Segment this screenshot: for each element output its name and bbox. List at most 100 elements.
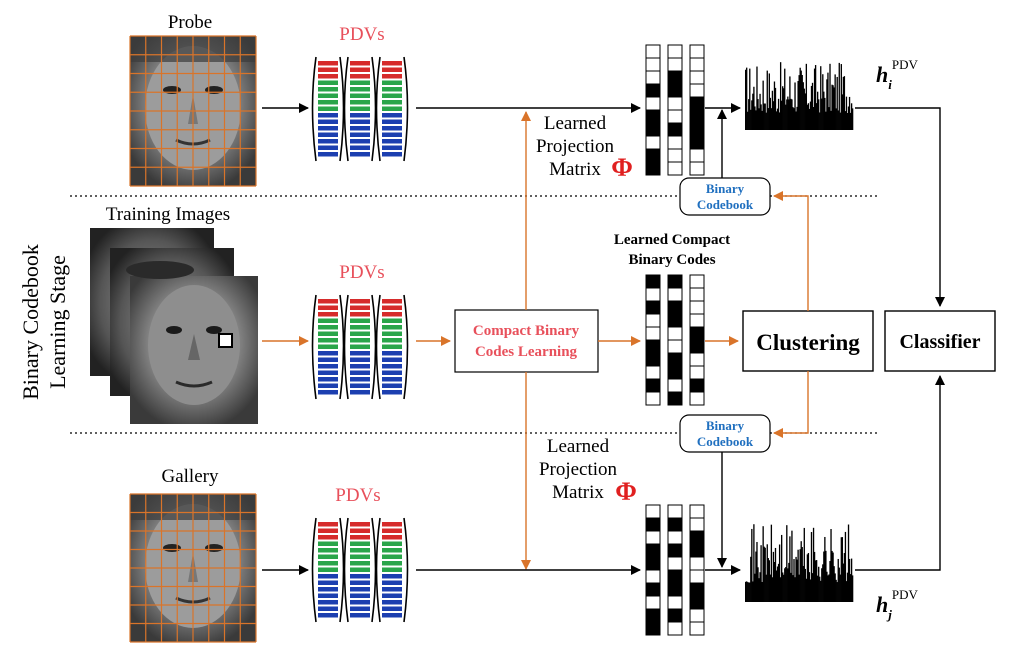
- histogram-bar: [772, 551, 775, 602]
- pdv-cell: [318, 548, 338, 553]
- histogram-bar: [753, 524, 755, 602]
- binary-cell: [689, 352, 705, 367]
- binary-cell: [667, 148, 683, 163]
- pdv-cell: [382, 357, 402, 362]
- histogram-bar: [789, 76, 791, 130]
- histogram-bar: [783, 574, 785, 602]
- pdv-cell: [350, 357, 370, 362]
- histogram-bar: [847, 106, 850, 130]
- histogram-bar: [779, 577, 782, 602]
- gallery-grid: [129, 493, 257, 643]
- binary-cell: [645, 300, 661, 315]
- histogram-bar: [824, 536, 826, 602]
- binary-cell: [667, 96, 683, 111]
- pdv-cell: [318, 305, 338, 310]
- histogram-bar: [765, 574, 767, 602]
- binary-cell: [667, 582, 683, 597]
- histogram-bar: [830, 110, 832, 130]
- binary-cell: [689, 365, 705, 380]
- histogram-bar: [805, 578, 808, 602]
- histogram-bar: [765, 112, 767, 130]
- histogram-bar: [850, 103, 853, 130]
- histogram-bar: [833, 87, 835, 130]
- pdv-cell: [318, 364, 338, 369]
- binary-cell: [689, 569, 705, 584]
- pdv-cell: [382, 344, 402, 349]
- pdv-cell: [350, 535, 370, 540]
- histogram-bar: [767, 558, 769, 602]
- binary-cell: [689, 109, 705, 124]
- histogram-bar: [817, 575, 819, 602]
- pdv-bracket: [311, 294, 317, 400]
- pdv-cell: [350, 87, 370, 92]
- pdv-cell: [382, 613, 402, 618]
- binary-cell: [645, 517, 661, 532]
- binary-cell: [667, 608, 683, 623]
- compact-codes-line2: Binary Codes: [628, 252, 715, 268]
- clustering-label: Clustering: [756, 330, 860, 355]
- pdv-cell: [350, 299, 370, 304]
- pdv-cell: [318, 87, 338, 92]
- binary-cell: [667, 530, 683, 545]
- probe-hist-to-classifier-arrow: [855, 107, 945, 307]
- binary-cell: [667, 352, 683, 367]
- binary-cell: [689, 57, 705, 72]
- gallery-hist-label: hjPDV: [876, 587, 918, 622]
- training-binary-code-columns: [645, 274, 705, 406]
- binary-cell: [689, 135, 705, 150]
- histogram-bar: [788, 99, 790, 130]
- pdv-cell: [382, 312, 402, 317]
- pdv-cell: [382, 390, 402, 395]
- histogram-bar: [848, 96, 851, 130]
- pdv-cell: [318, 587, 338, 592]
- pdv-cell: [318, 139, 338, 144]
- histogram-bar: [812, 107, 815, 130]
- histogram-bar: [752, 93, 754, 130]
- pdv-cell: [382, 548, 402, 553]
- histogram-bar: [798, 75, 800, 130]
- compact-learning-line1: Compact Binary: [473, 323, 580, 339]
- pdv-cell: [350, 67, 370, 72]
- histogram-bar: [768, 560, 770, 602]
- classifier-label: Classifier: [899, 331, 980, 353]
- pdv-cell: [350, 364, 370, 369]
- histogram-bar: [802, 565, 804, 602]
- pdv-cell: [350, 580, 370, 585]
- pdv-cell: [350, 541, 370, 546]
- histogram-bar: [813, 551, 816, 602]
- histogram-bar: [823, 551, 825, 602]
- clustering-to-codebook-bottom: [773, 371, 809, 438]
- binary-codebook-bottom: [679, 414, 771, 453]
- histogram-bar: [773, 561, 776, 602]
- pdv-cell: [382, 561, 402, 566]
- histogram-bar: [747, 111, 749, 130]
- binary-cell: [689, 391, 705, 406]
- histogram-bar: [848, 558, 851, 602]
- pdv-bracket: [371, 517, 377, 623]
- pdv-cell: [382, 139, 402, 144]
- binary-cell: [645, 621, 661, 636]
- side-label-line1: Binary Codebook: [18, 244, 43, 400]
- histogram-bar: [824, 97, 826, 130]
- gallery-pdvs: [311, 517, 409, 623]
- histogram-bar: [849, 574, 852, 602]
- binary-cell: [645, 57, 661, 72]
- pdv-cell: [350, 567, 370, 572]
- histogram-bar: [764, 103, 766, 130]
- pdv-cell: [350, 351, 370, 356]
- histogram-bar: [776, 108, 779, 130]
- histogram-bar: [813, 68, 816, 130]
- histogram-bar: [771, 577, 774, 602]
- histogram-bar: [772, 101, 775, 130]
- histogram-bar: [777, 563, 780, 602]
- pdv-cell: [382, 299, 402, 304]
- histogram-bar: [812, 527, 815, 602]
- pdv-bracket: [339, 517, 345, 623]
- histogram-bar: [827, 72, 829, 130]
- histogram-bar: [781, 534, 783, 602]
- pdv-bracket: [343, 517, 349, 623]
- histogram-bar: [826, 571, 828, 602]
- pdv-cell: [318, 528, 338, 533]
- pdv-cell: [350, 139, 370, 144]
- binary-cell: [667, 313, 683, 328]
